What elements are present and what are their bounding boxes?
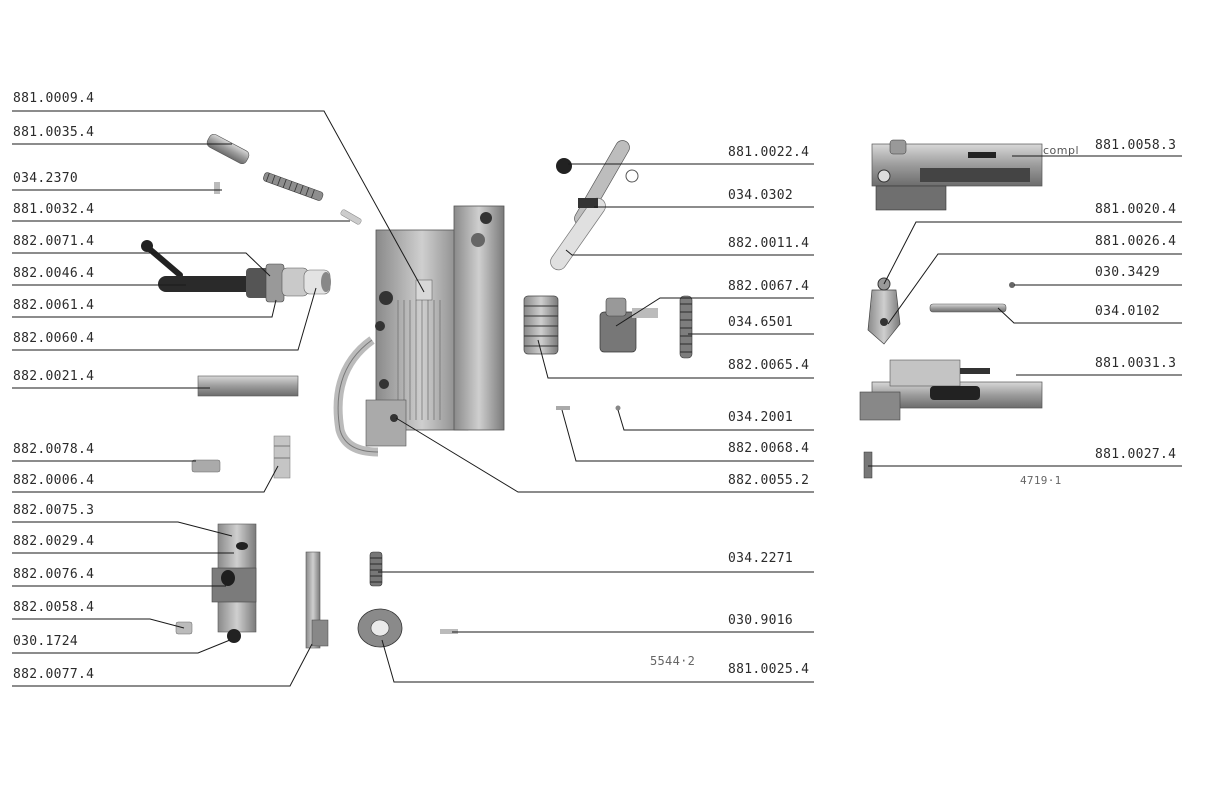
part-label: 882.0071.4 [13,234,95,249]
part-label: 882.0058.4 [13,600,95,615]
drawing-reference-center: 5544·2 [650,654,696,668]
part-label: 882.0078.4 [13,442,95,457]
tiny-pin [556,406,570,410]
leader-lines [12,110,1182,687]
carrier-assembly-lower [859,359,1043,421]
part-label: 034.0302 [728,188,794,203]
lever-assembly [141,240,331,303]
part-label: 034.2001 [728,410,794,425]
part-label: 034.0102 [1095,304,1161,319]
part-label: 882.0061.4 [13,298,95,313]
short-pin-part [863,451,873,479]
part-label: 882.0065.4 [728,358,810,373]
part-label: 881.0026.4 [1095,234,1177,249]
part-label: 882.0021.4 [13,369,95,384]
part-label: 034.2370 [13,171,79,186]
main-housing-block [333,205,505,457]
coil-spring-part [679,295,693,359]
small-pin [214,182,220,194]
ring-washer-part [357,608,403,648]
small-spring-part [369,551,383,587]
part-label: 882.0029.4 [13,534,95,549]
part-label: 881.0025.4 [728,662,810,677]
part-label: 034.2271 [728,551,794,566]
sleeve-part [206,133,250,165]
long-pin-part [929,303,1007,313]
cam-part [599,297,658,353]
part-label: 881.0022.4 [728,145,810,160]
bar-part [197,375,299,397]
part-label: 881.0058.3 [1095,138,1177,153]
part-label: 030.1724 [13,634,79,649]
part-label: 882.0055.2 [728,473,810,488]
linkage-arm [550,140,639,271]
part-label: 882.0077.4 [13,667,95,682]
part-label: 881.0035.4 [13,125,95,140]
part-label: 030.9016 [728,613,794,628]
spring-part [263,172,324,201]
small-screw [340,209,362,225]
tiny-screw [615,405,621,411]
part-label: 881.0032.4 [13,202,95,217]
part-label: 030.3429 [1095,265,1161,280]
part-label: 882.0068.4 [728,441,810,456]
latch-part [867,277,901,345]
clip-part [273,435,291,479]
compl-note: compl [1043,144,1080,157]
pin-part [191,459,221,473]
gear-part [523,295,559,355]
part-label: 034.6501 [728,315,794,330]
carrier-assembly-upper [871,139,1043,211]
part-label: 881.0027.4 [1095,447,1177,462]
part-label: 882.0011.4 [728,236,810,251]
part-label: 882.0006.4 [13,473,95,488]
part-label: 881.0031.3 [1095,356,1177,371]
knob-part [556,158,572,174]
part-label: 882.0067.4 [728,279,810,294]
tiny-screw-right [1009,282,1015,288]
bracket-assembly [175,523,257,643]
part-label: 882.0076.4 [13,567,95,582]
part-label: 881.0020.4 [1095,202,1177,217]
part-label: 882.0075.3 [13,503,95,518]
thin-bracket-part [305,551,329,649]
drawing-reference-right: 4719·1 [1020,474,1062,487]
part-label: 881.0009.4 [13,91,95,106]
small-pin-2 [440,629,458,634]
part-label: 882.0060.4 [13,331,95,346]
part-label: 882.0046.4 [13,266,95,281]
